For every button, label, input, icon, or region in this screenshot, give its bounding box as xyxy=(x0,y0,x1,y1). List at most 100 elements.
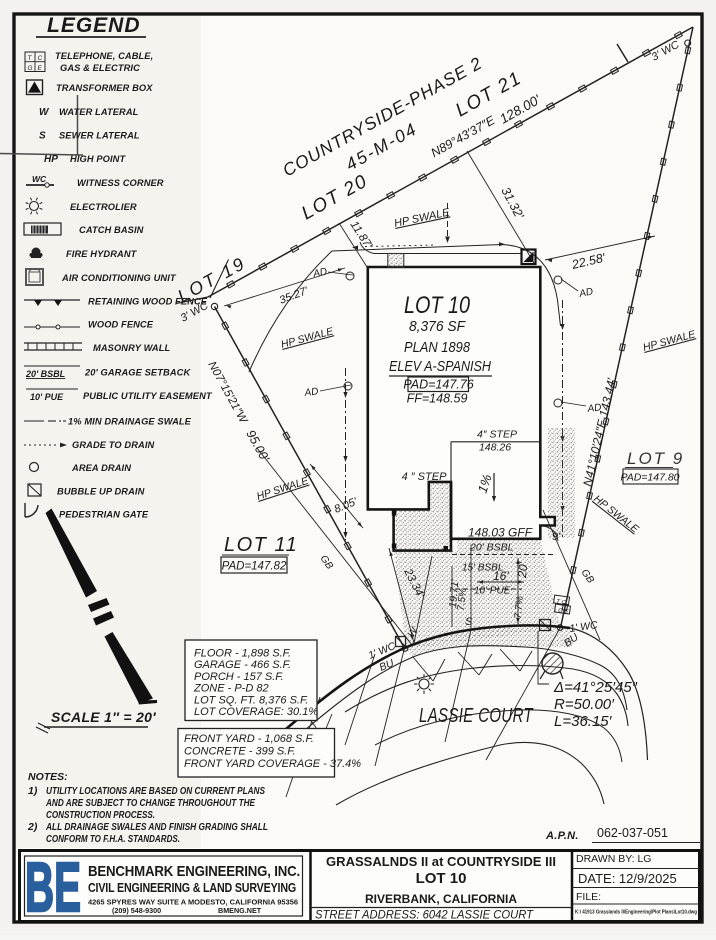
svg-text:GRADE TO DRAIN: GRADE TO DRAIN xyxy=(72,440,155,450)
svg-text:DRAWN BY: LG: DRAWN BY: LG xyxy=(576,853,651,865)
svg-text:CONSTRUCTION PROCESS.: CONSTRUCTION PROCESS. xyxy=(46,809,155,821)
svg-text:AD: AD xyxy=(303,386,319,399)
svg-text:ELECTROLIER: ELECTROLIER xyxy=(70,202,137,212)
svg-text:1%: 1% xyxy=(475,472,495,495)
svg-text:FLOOR - 1,898 S.F.: FLOOR - 1,898 S.F. xyxy=(194,648,291,660)
svg-text:7.7%: 7.7% xyxy=(513,595,526,619)
svg-text:WATER LATERAL: WATER LATERAL xyxy=(59,107,139,117)
svg-text:PAD=147.80: PAD=147.80 xyxy=(620,472,679,484)
svg-text:WC: WC xyxy=(32,174,47,184)
svg-text:20' BSBL: 20' BSBL xyxy=(25,369,65,379)
svg-text:AIR CONDITIONING UNIT: AIR CONDITIONING UNIT xyxy=(61,273,177,283)
svg-text:G E: G E xyxy=(558,608,570,616)
svg-text:AD: AD xyxy=(311,266,328,280)
svg-text:062-037-051: 062-037-051 xyxy=(597,826,668,840)
svg-text:GRASSALNDS II at COUNTRYSIDE I: GRASSALNDS II at COUNTRYSIDE III xyxy=(326,855,556,869)
svg-text:20' BSBL: 20' BSBL xyxy=(469,542,514,554)
svg-text:LASSIE COURT: LASSIE COURT xyxy=(419,705,534,727)
svg-text:HIGH POINT: HIGH POINT xyxy=(70,154,126,164)
svg-text:FILE:: FILE: xyxy=(576,891,601,903)
svg-text:HP: HP xyxy=(44,154,58,165)
svg-text:T: T xyxy=(28,55,33,62)
svg-text:RETAINING WOOD FENCE: RETAINING WOOD FENCE xyxy=(88,297,208,307)
svg-text:(209) 548-9300: (209) 548-9300 xyxy=(112,906,161,915)
svg-text:DATE: 12/9/2025: DATE: 12/9/2025 xyxy=(578,871,677,886)
svg-text:4265 SPYRES WAY SUITE A MOD: 4265 SPYRES WAY SUITE A MODESTO, CALIFOR… xyxy=(88,898,298,907)
svg-text:BU: BU xyxy=(378,657,396,674)
svg-text:16': 16' xyxy=(493,569,509,583)
svg-text:W: W xyxy=(39,107,50,118)
svg-text:10' PUE: 10' PUE xyxy=(30,392,64,402)
svg-text:ALL DRAINAGE SWALES AND FINISH: ALL DRAINAGE SWALES AND FINISH GRADING S… xyxy=(45,821,268,833)
svg-text:SEWER LATERAL: SEWER LATERAL xyxy=(59,131,140,141)
svg-text:4 ″ STEP: 4 ″ STEP xyxy=(402,471,448,483)
svg-text:TELEPHONE, CABLE,: TELEPHONE, CABLE, xyxy=(55,51,153,61)
svg-text:1' WC: 1' WC xyxy=(569,619,599,635)
svg-text:2): 2) xyxy=(27,821,38,833)
svg-text:PLAN 1898: PLAN 1898 xyxy=(404,339,471,356)
svg-text:19.71': 19.71' xyxy=(447,578,462,608)
svg-text:1): 1) xyxy=(28,785,38,797)
svg-text:E: E xyxy=(38,65,43,72)
svg-text:S: S xyxy=(39,131,46,142)
svg-text:7.5%: 7.5% xyxy=(456,587,469,611)
svg-text:ZONE - P-D 82: ZONE - P-D 82 xyxy=(193,683,269,695)
svg-text:CATCH BASIN: CATCH BASIN xyxy=(79,225,144,235)
svg-text:AD: AD xyxy=(577,286,594,300)
svg-text:CIVIL ENGINEERING & LAND SURVE: CIVIL ENGINEERING & LAND SURVEYING xyxy=(88,881,296,895)
svg-text:AREA DRAIN: AREA DRAIN xyxy=(71,463,131,473)
svg-text:WITNESS CORNER: WITNESS CORNER xyxy=(77,178,164,188)
svg-text:FRONT YARD - 1,068 S.F.: FRONT YARD - 1,068 S.F. xyxy=(184,733,314,745)
svg-text:4″ STEP: 4″ STEP xyxy=(477,429,517,441)
svg-text:FIRE HYDRANT: FIRE HYDRANT xyxy=(66,249,138,259)
svg-text:LOT 10: LOT 10 xyxy=(404,292,471,319)
svg-text:FRONT YARD COVERAGE - 37.4: FRONT YARD COVERAGE - 37.4% xyxy=(184,758,361,770)
svg-text:UTILITY LOCATIONS ARE BASED ON: UTILITY LOCATIONS ARE BASED ON CURRENT P… xyxy=(46,785,265,797)
svg-text:T C: T C xyxy=(556,599,567,606)
svg-text:RIVERBANK, CALIFORNIA: RIVERBANK, CALIFORNIA xyxy=(365,892,517,906)
svg-text:A.P.N.: A.P.N. xyxy=(545,830,579,842)
svg-text:TRANSFORMER BOX: TRANSFORMER BOX xyxy=(56,83,153,93)
svg-text:20' GARAGE SETBACK: 20' GARAGE SETBACK xyxy=(84,368,191,378)
svg-text:10' PUE: 10' PUE xyxy=(474,586,511,597)
svg-text:148.26: 148.26 xyxy=(479,442,511,454)
svg-text:20': 20' xyxy=(515,561,530,580)
svg-text:FF=148.59: FF=148.59 xyxy=(407,392,468,406)
svg-text:MASONRY WALL: MASONRY WALL xyxy=(93,343,171,353)
svg-text:BENCHMARK ENGINEERING, INC.: BENCHMARK ENGINEERING, INC. xyxy=(88,863,300,880)
svg-text:BE: BE xyxy=(25,848,81,926)
svg-text:G: G xyxy=(28,65,33,72)
svg-text:PAD=147.76: PAD=147.76 xyxy=(403,378,473,392)
svg-text:BMENG.NET: BMENG.NET xyxy=(218,906,262,915)
svg-text:LOT 10: LOT 10 xyxy=(416,870,467,887)
svg-text:ELEV A-SPANISH: ELEV A-SPANISH xyxy=(389,358,491,375)
svg-text:S: S xyxy=(465,616,473,628)
svg-text:PUBLIC UTILITY EASEMENT: PUBLIC UTILITY EASEMENT xyxy=(83,391,213,401)
svg-text:PORCH - 157 S.F.: PORCH - 157 S.F. xyxy=(194,671,284,683)
svg-text:L=36.15′: L=36.15′ xyxy=(554,713,613,730)
svg-text:SCALE 1″ = 20′: SCALE 1″ = 20′ xyxy=(51,709,156,725)
svg-text:BUBBLE UP DRAIN: BUBBLE UP DRAIN xyxy=(57,487,145,497)
svg-text:LOT 11: LOT 11 xyxy=(224,534,298,556)
svg-text:STREET ADDRESS: 6042: STREET ADDRESS: 6042 LASSIE COURT xyxy=(315,910,534,922)
svg-text:AND ARE SUBJECT TO CHANGE THRO: AND ARE SUBJECT TO CHANGE THROUGHOUT THE xyxy=(45,797,256,809)
svg-text:GAS & ELECTRIC: GAS & ELECTRIC xyxy=(60,63,140,73)
svg-text:R=50.00′: R=50.00′ xyxy=(554,696,615,713)
svg-text:1% MIN DRAINAGE SWALE: 1% MIN DRAINAGE SWALE xyxy=(68,417,192,427)
svg-text:K:\ 41913 Grasslands II\Engin: K:\ 41913 Grasslands II\Engineering\Plot… xyxy=(575,910,697,916)
svg-text:LEGEND: LEGEND xyxy=(47,14,141,37)
svg-text:PEDESTRIAN GATE: PEDESTRIAN GATE xyxy=(59,510,149,520)
svg-text:8,376 SF: 8,376 SF xyxy=(409,318,466,335)
svg-text:C: C xyxy=(38,55,43,62)
svg-text:CONCRETE - 399 S.F.: CONCRETE - 399 S.F. xyxy=(184,746,296,758)
svg-text:CONFORM TO F.H.A. STANDARDS.: CONFORM TO F.H.A. STANDARDS. xyxy=(46,833,180,845)
svg-text:NOTES:: NOTES: xyxy=(28,771,68,783)
svg-text:GARAGE - 466 S.F.: GARAGE - 466 S.F. xyxy=(194,659,291,671)
svg-text:15' BSBL: 15' BSBL xyxy=(462,563,503,574)
svg-text:LOT SQ. FT. 8,376 S.F.: LOT SQ. FT. 8,376 S.F. xyxy=(194,694,308,706)
svg-text:LOT COVERAGE: 30.1%: LOT COVERAGE: 30.1% xyxy=(194,706,318,718)
svg-text:AD: AD xyxy=(586,402,602,415)
svg-text:PAD=147.82: PAD=147.82 xyxy=(222,561,287,573)
svg-text:LOT 9: LOT 9 xyxy=(627,449,684,468)
svg-text:Δ=41°25′45″: Δ=41°25′45″ xyxy=(553,679,638,696)
